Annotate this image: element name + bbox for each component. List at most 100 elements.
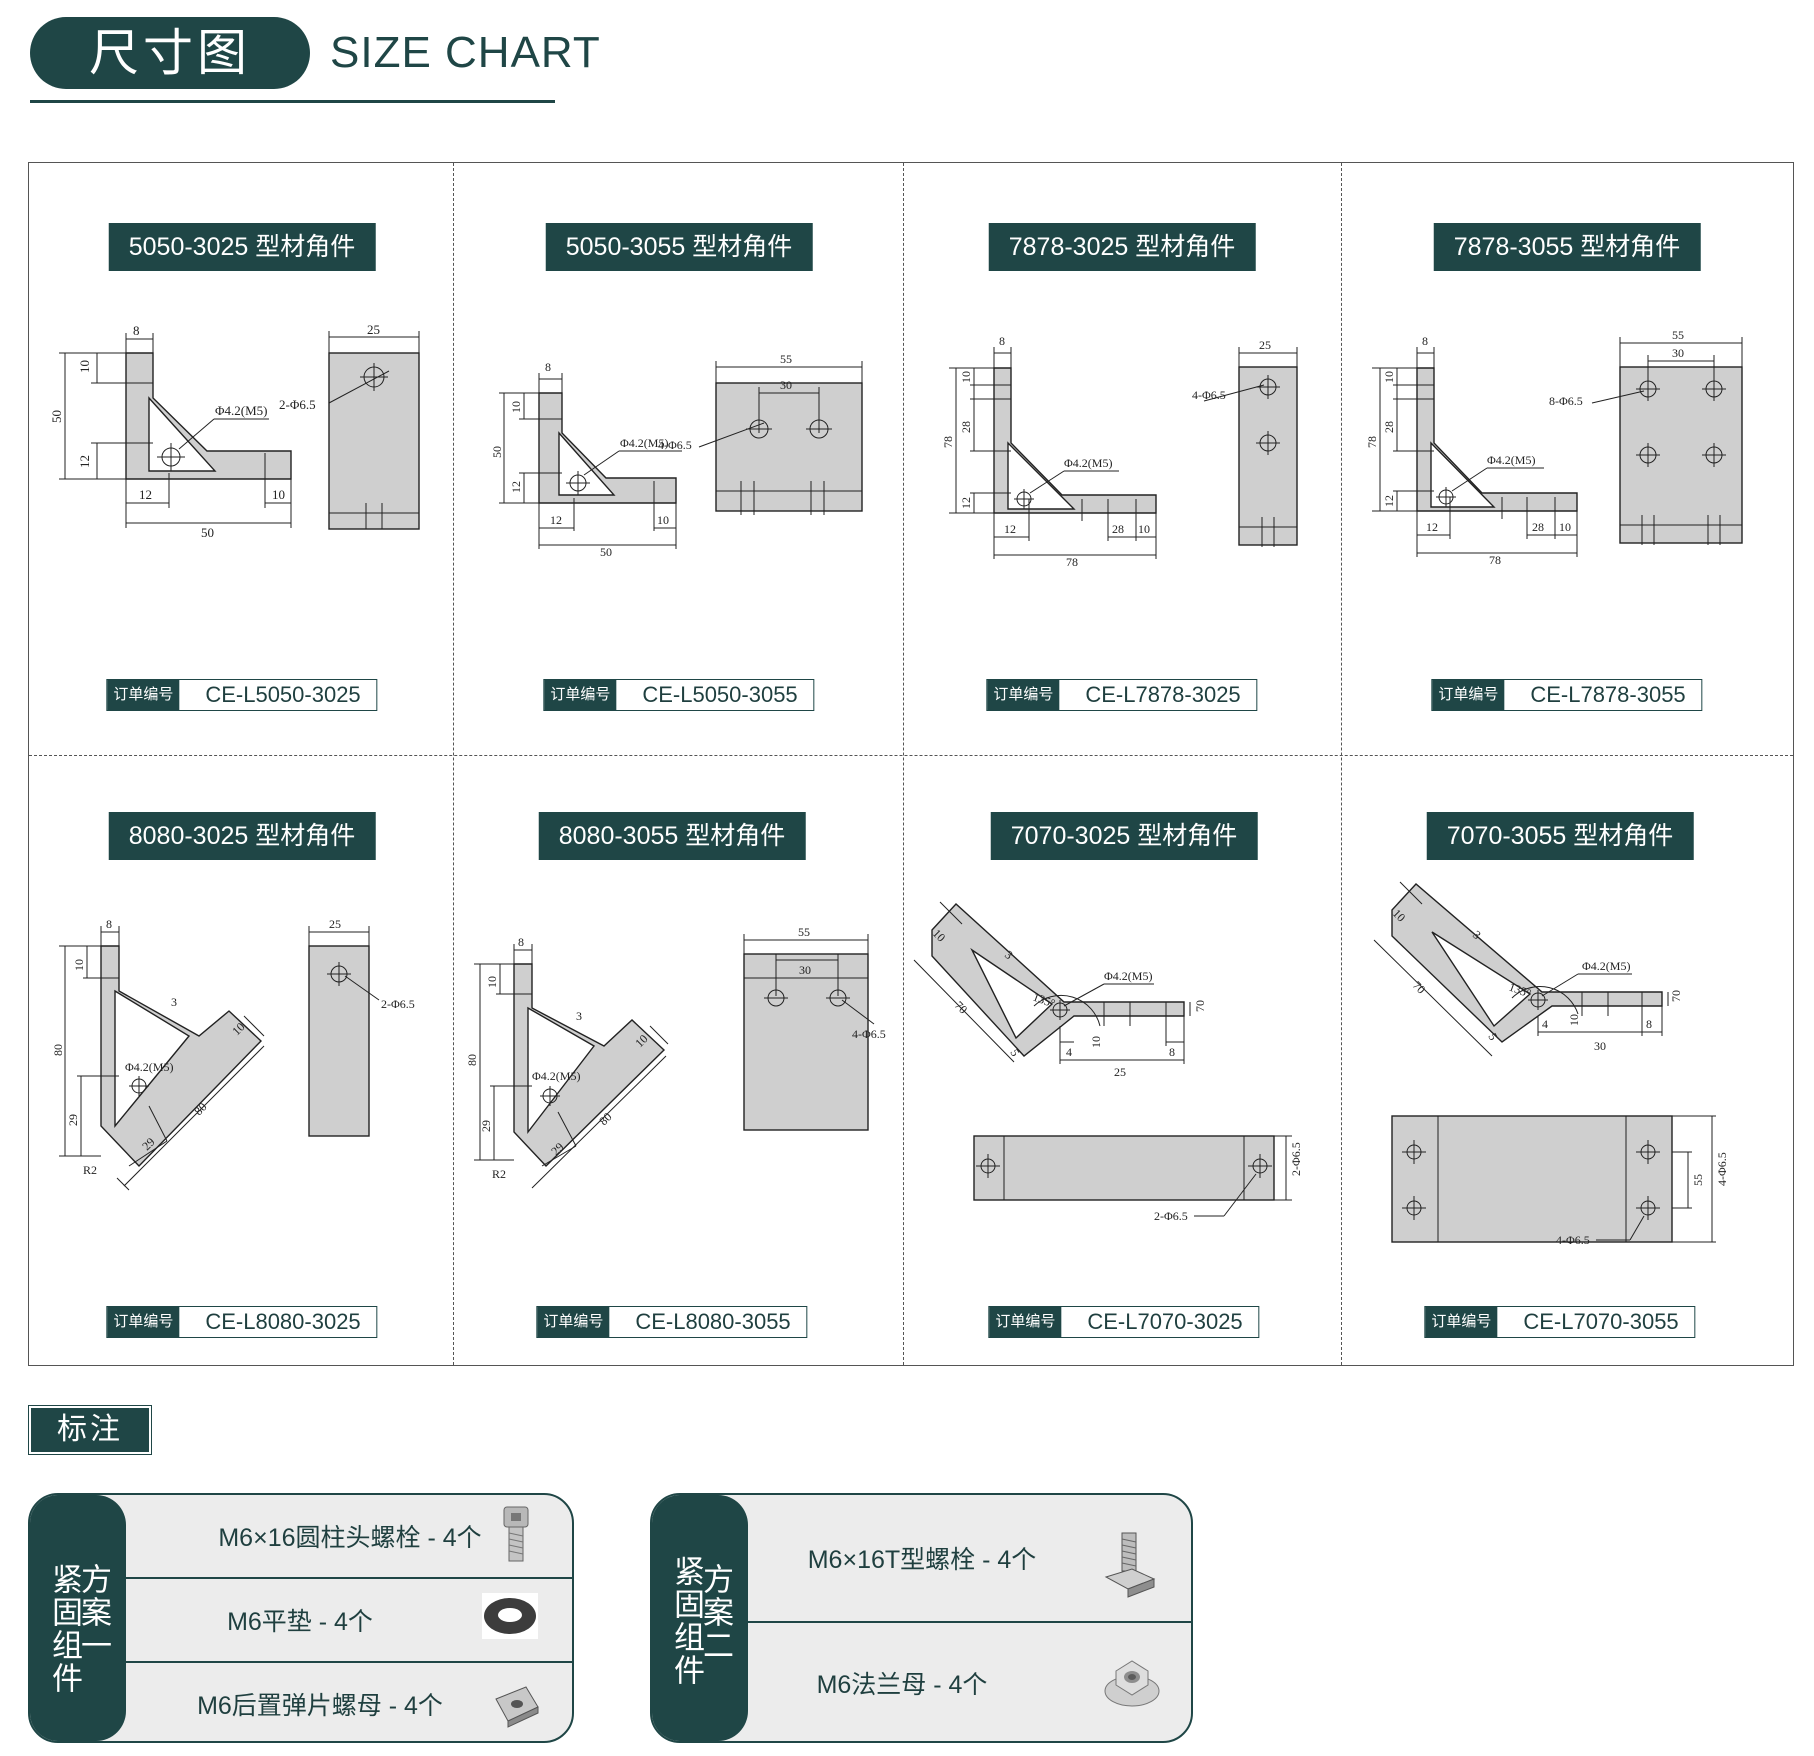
dim-label: 3 [576, 1009, 582, 1023]
order-number-box: 订单编号 CE-L7070-3025 [988, 1306, 1260, 1338]
dim-label: 78 [1365, 436, 1379, 448]
dim-label: 10 [77, 360, 92, 373]
dim-label: 80 [465, 1054, 479, 1066]
dim-label: 8 [545, 360, 551, 374]
item-divider [126, 1577, 572, 1579]
dim-label: 78 [941, 436, 955, 448]
dim-label: 29 [479, 1120, 493, 1132]
order-number-label: 订单编号 [989, 1307, 1062, 1337]
order-number-label: 订单编号 [544, 680, 617, 710]
product-title: 8080-3055 型材角件 [538, 812, 806, 860]
product-cell-8080-3055: 8080-3055 型材角件 [454, 756, 903, 1348]
dim-label: Φ4.2(M5) [1487, 453, 1535, 467]
dim-label: 10 [657, 513, 669, 527]
fastener-item: M6×16T型螺栓 - 4个 [752, 1495, 1092, 1621]
dim-label: 25 [1114, 1065, 1126, 1079]
dim-label: 50 [201, 525, 214, 540]
plan-side-label: 方案二 紧固组件 [652, 1495, 748, 1741]
dim-label: 25 [1259, 338, 1271, 352]
order-number-code: CE-L8080-3055 [635, 1309, 791, 1334]
dim-label: 8 [1646, 1017, 1652, 1031]
order-number-code: CE-L8080-3025 [205, 1309, 361, 1334]
grid-divider [903, 163, 904, 1365]
drawing-8080-3055: 8 10 80 29 3 10 80 29 R2 Φ4.2(M5) 55 30 … [465, 925, 886, 1189]
order-number-code: CE-L7070-3025 [1087, 1309, 1243, 1334]
order-number-box: 订单编号 CE-L8080-3025 [106, 1306, 378, 1338]
dim-label: 28 [1382, 421, 1396, 433]
drawing-7878-3055: 8 10 28 78 12 12 78 28 10 Φ4.2(M5) 55 30… [1365, 328, 1743, 567]
dim-label: 8 [133, 323, 140, 338]
fastener-item-text: M6×16圆柱头螺栓 - 4个 [218, 1524, 482, 1552]
dim-label: Φ4.2(M5) [125, 1060, 173, 1074]
dim-label: R2 [492, 1167, 506, 1181]
dim-label: 30 [1594, 1039, 1606, 1053]
socket-bolt-icon [503, 1506, 529, 1562]
dim-label: 4-Φ6.5 [852, 1027, 886, 1041]
dim-label: 10 [1559, 520, 1571, 534]
plan-title: 方案一 [76, 1563, 111, 1662]
dim-label: 4 [1066, 1045, 1072, 1059]
fastener-plan-2: 方案二 紧固组件 M6×16T型螺栓 - 4个 M6法兰母 - 4个 [650, 1493, 1193, 1743]
order-number-label: 订单编号 [107, 1307, 180, 1337]
dim-label: 55 [1691, 1174, 1705, 1186]
product-cell-7878-3055: 7878-3055 型材角件 [1342, 163, 1792, 755]
dim-label: 5 [1007, 1047, 1022, 1059]
dim-label: 70 [1193, 1000, 1207, 1012]
dim-label: 10 [509, 401, 523, 413]
dim-label: 30 [780, 378, 792, 392]
fastener-item: M6后置弹片螺母 - 4个 [130, 1663, 510, 1741]
dim-label: 3 [171, 995, 177, 1009]
product-cell-7070-3025: 7070-3025 型材角件 [904, 756, 1341, 1348]
dim-label: 8-Φ6.5 [1549, 394, 1583, 408]
dim-label: 25 [367, 323, 380, 337]
dim-label: 10 [1089, 1036, 1103, 1048]
dim-label: 8 [106, 917, 112, 931]
notes-tag-label: 标注 [31, 1408, 149, 1452]
product-cell-5050-3055: 5050-3055 型材角件 [454, 163, 903, 755]
order-number-box: 订单编号 CE-L7878-3025 [986, 679, 1258, 711]
dim-label: 30 [1672, 346, 1684, 360]
fastener-item-text: M6法兰母 - 4个 [816, 1671, 988, 1699]
dim-label: 10 [959, 371, 973, 383]
dim-label: 30 [799, 963, 811, 977]
product-title: 7070-3025 型材角件 [990, 812, 1258, 860]
fastener-item: M6平垫 - 4个 [130, 1579, 470, 1661]
notes-tag: 标注 [28, 1405, 152, 1455]
dim-label: 12 [1382, 495, 1396, 507]
order-number-box: 订单编号 CE-L8080-3055 [536, 1306, 808, 1338]
product-title: 5050-3025 型材角件 [108, 223, 376, 271]
fastener-item-text: M6平垫 - 4个 [227, 1608, 373, 1636]
dim-label: Φ4.2(M5) [620, 436, 668, 450]
header-title-cn: 尺寸图 [30, 17, 310, 89]
product-title: 7878-3055 型材角件 [1433, 223, 1701, 271]
fastener-item: M6×16圆柱头螺栓 - 4个 [130, 1495, 570, 1577]
spring-nut-icon [495, 1686, 539, 1728]
order-number-box: 订单编号 CE-L7878-3055 [1431, 679, 1703, 711]
dim-label: 8 [518, 935, 524, 949]
dim-label: 55 [780, 352, 792, 366]
order-number-label: 订单编号 [987, 680, 1060, 710]
dim-label: 12 [959, 497, 973, 509]
dim-label: 50 [600, 545, 612, 559]
order-number-code: CE-L7878-3055 [1530, 682, 1686, 707]
dim-label: 4-Φ6.5 [1192, 388, 1226, 402]
dim-label: 12 [139, 487, 152, 502]
dim-label: 2-Φ6.5 [279, 397, 316, 412]
product-title: 8080-3025 型材角件 [108, 812, 376, 860]
dim-label: 4 [1542, 1017, 1548, 1031]
dim-label: Φ4.2(M5) [532, 1069, 580, 1083]
dim-label: 80 [51, 1044, 65, 1056]
dim-label: Φ4.2(M5) [1104, 969, 1152, 983]
dim-label: 12 [550, 513, 562, 527]
dim-label: 12 [1004, 522, 1016, 536]
dim-label: 4-Φ6.5 [658, 438, 692, 452]
order-number-box: 订单编号 CE-L7070-3055 [1424, 1306, 1696, 1338]
dim-label: 55 [1672, 328, 1684, 342]
dim-label: 10 [72, 959, 86, 971]
flat-washer-icon [482, 1593, 538, 1639]
dim-label: 12 [1426, 520, 1438, 534]
order-number-code: CE-L7878-3025 [1085, 682, 1241, 707]
dim-label: 55 [798, 925, 810, 939]
dim-label: 12 [509, 481, 523, 493]
dim-label: 28 [959, 421, 973, 433]
